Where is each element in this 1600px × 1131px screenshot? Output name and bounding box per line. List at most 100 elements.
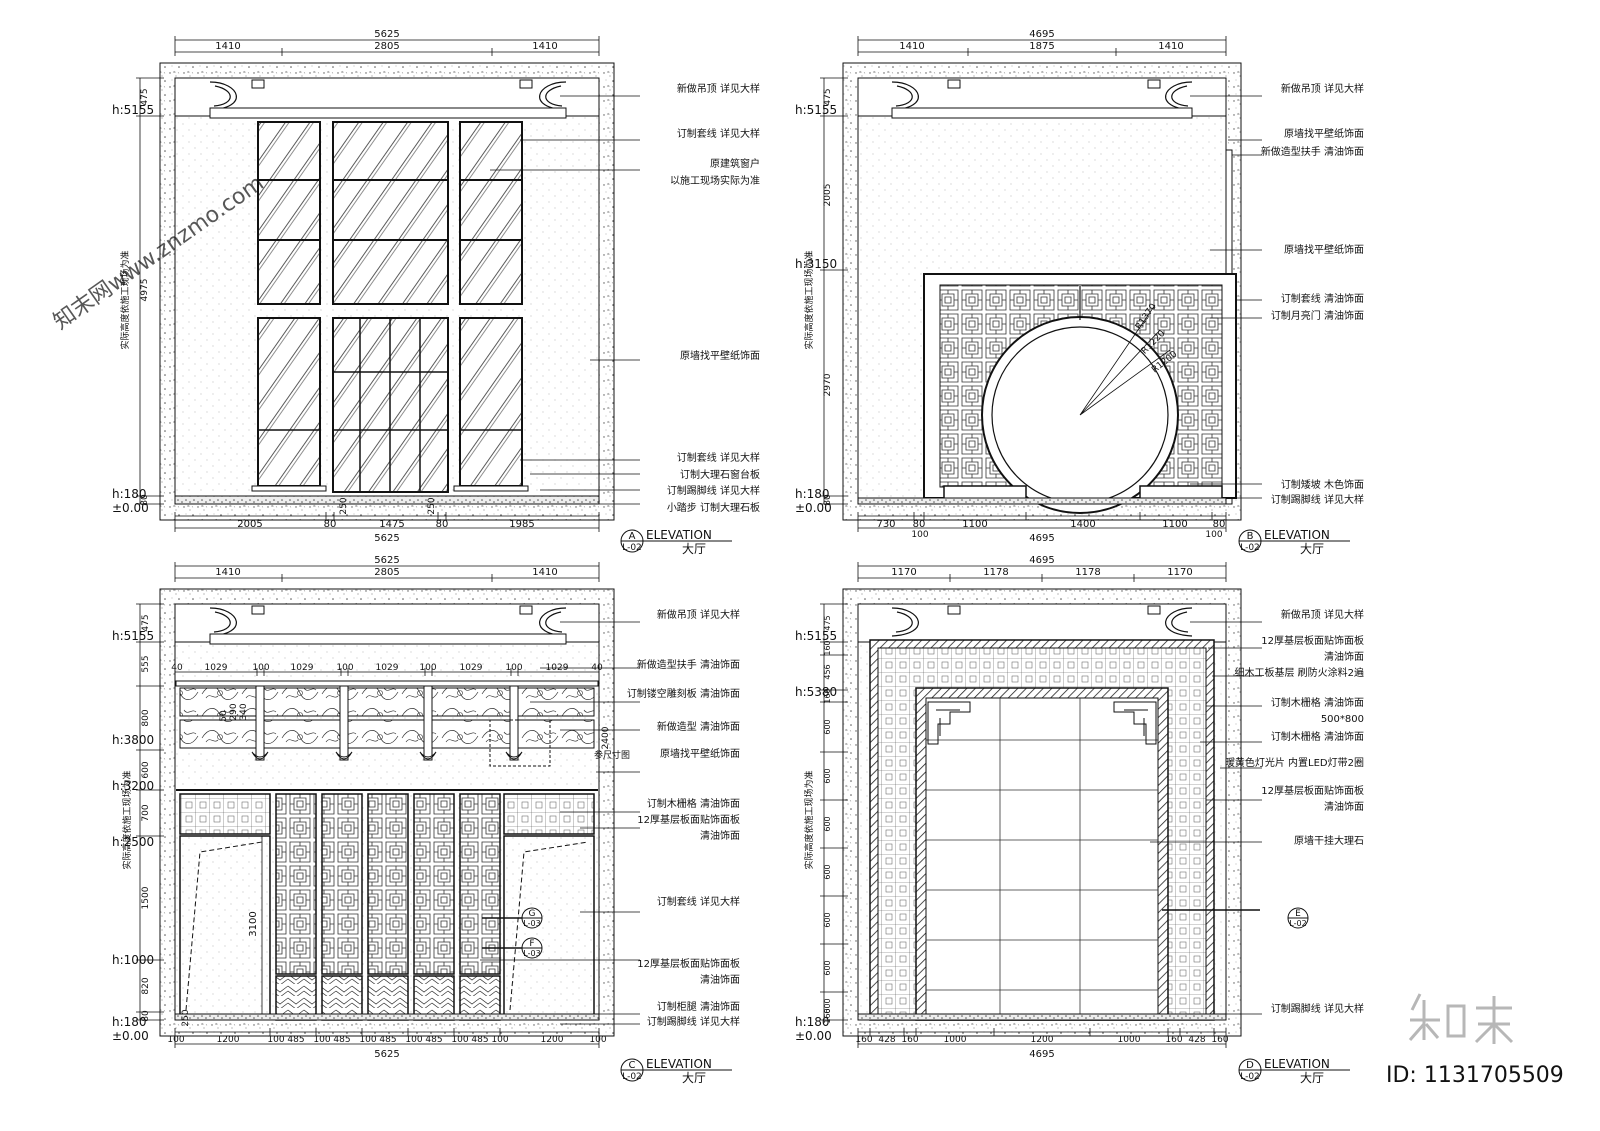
dimension-label: 80	[436, 519, 449, 530]
frieze-posts	[255, 685, 519, 761]
corner-fretwork-left	[927, 701, 971, 745]
elevation-b	[820, 36, 1262, 532]
dimension-label: 600	[823, 912, 832, 927]
annotation-label: 清油饰面	[700, 829, 740, 842]
corner-fretwork-right	[1113, 701, 1157, 745]
annotation-label: 订制大理石窗台板	[680, 468, 760, 481]
annotation-label: 原墙找平壁纸饰面	[1284, 127, 1364, 140]
dimension-label: 80	[140, 494, 150, 506]
dimension-label: 1410	[532, 41, 557, 52]
dimension-label: 1000	[944, 1035, 967, 1045]
level-mark: ±0.00	[795, 1029, 832, 1043]
ceiling-block	[947, 79, 961, 89]
dimension-label: 1475	[379, 519, 404, 530]
dimension-label: 250	[339, 497, 349, 514]
annotation-label: 原墙找平壁纸饰面	[1284, 243, 1364, 256]
annotation-label: 订制踢脚线 详见大样	[667, 484, 760, 497]
elevation-tag	[620, 529, 732, 553]
dimension-label: 1200	[217, 1035, 240, 1045]
dimension-label: 1000	[1118, 1035, 1141, 1045]
dimension-label: 290	[229, 703, 239, 720]
annotation-label: 订制镂空雕刻板 清油饰面	[627, 687, 740, 700]
annotation-label: 原墙找平壁纸饰面	[660, 747, 740, 760]
dimension-label: 100	[1205, 530, 1222, 540]
dimension-label: 1875	[1029, 41, 1054, 52]
annotation-label: 订制套线 清油饰面	[1281, 292, 1364, 305]
dimension-label: 730	[876, 519, 895, 530]
dimension-label: 4695	[1029, 1049, 1054, 1060]
ceiling-block	[251, 605, 265, 615]
annotation-label: 订制木栅格 清油饰面	[1271, 730, 1364, 743]
dimension-label: 1410	[899, 41, 924, 52]
level-mark: h:180	[795, 487, 830, 501]
dimension-lines	[136, 36, 600, 532]
window-sill	[251, 485, 327, 492]
level-mark: ±0.00	[112, 501, 149, 515]
dimension-label: 100	[167, 1035, 184, 1045]
dimension-label: 340	[239, 703, 249, 720]
dimension-label: 160	[1165, 1035, 1182, 1045]
side-note: 实际高度依施工现场为准	[119, 250, 131, 349]
level-mark: ±0.00	[112, 1029, 149, 1043]
annotation-label: 原墙找平壁纸饰面	[680, 349, 760, 362]
level-mark: h:5380	[795, 685, 837, 699]
marble-joints	[926, 698, 1158, 1020]
dimension-label: 100	[252, 663, 269, 673]
dimension-label: 100	[911, 530, 928, 540]
tag-word: ELEVATION	[1264, 528, 1330, 542]
dimension-label: 600	[823, 864, 832, 879]
annotation-label: 新做吊顶 详见大样	[657, 608, 740, 621]
side-note: 实际高度依施工现场为准	[803, 770, 815, 869]
tag-sheet: L-02	[1240, 543, 1260, 553]
ceiling-block	[1147, 605, 1161, 615]
annotation-label: 新做吊顶 详见大样	[1281, 82, 1364, 95]
callout-sheet: L-02	[1289, 919, 1306, 928]
dimension-label: 2805	[374, 41, 399, 52]
dimension-label: 100	[267, 1035, 284, 1045]
section-callout-f: F L-03	[482, 937, 543, 959]
window-upper-right	[459, 121, 523, 305]
dimension-label: 80	[823, 494, 833, 506]
lattice-header-right	[503, 793, 595, 835]
dimension-label: 600	[823, 816, 832, 831]
ceiling-scroll-right	[1165, 607, 1193, 637]
tag-sheet: L-02	[1240, 1072, 1260, 1082]
dimension-label: 1170	[1167, 567, 1192, 578]
skirting	[857, 497, 1227, 505]
annotation-label: 原建筑窗户	[710, 157, 760, 170]
level-mark: h:5155	[795, 103, 837, 117]
annotation-label: 订制矮坡 木色饰面	[1281, 478, 1364, 491]
tag-word: ELEVATION	[646, 528, 712, 542]
level-mark: h:3200	[112, 779, 154, 793]
dimension-label: 100	[505, 663, 522, 673]
dimension-lines	[136, 562, 600, 1048]
dimension-label: 1029	[376, 663, 399, 673]
ceiling-scroll-left	[891, 607, 919, 637]
dimension-label: 485	[471, 1035, 488, 1045]
dimension-label: 5625	[374, 1049, 399, 1060]
section-callout-e: E L-02	[1162, 907, 1309, 929]
ceiling-soffit	[209, 633, 567, 645]
dimension-label: 475	[140, 88, 150, 105]
level-mark: h:3800	[112, 733, 154, 747]
dimension-label: 1500	[141, 886, 151, 909]
dimension-label: 1029	[205, 663, 228, 673]
dimension-label: 475	[141, 614, 151, 631]
elevation-tag	[1238, 1058, 1350, 1082]
level-mark: h:5155	[112, 103, 154, 117]
annotation-label: 订制套线 详见大样	[677, 451, 760, 464]
annotation-leaders	[1190, 95, 1262, 499]
tag-sheet: L-02	[622, 1072, 642, 1082]
dimension-label: 100	[405, 1035, 422, 1045]
annotation-label: 订制木栅格 清油饰面	[1271, 696, 1364, 709]
level-mark: h:2500	[112, 835, 154, 849]
dimension-label: 800	[141, 709, 151, 726]
level-mark: ±0.00	[795, 501, 832, 515]
dimension-label: 1200	[1031, 1035, 1054, 1045]
level-mark: h:5155	[112, 629, 154, 643]
dimension-label: 80	[141, 1010, 151, 1022]
dimension-label: 250	[181, 1009, 191, 1026]
annotation-label: 订制柜腿 清油饰面	[657, 1000, 740, 1013]
dimension-label: 160	[823, 688, 832, 703]
tag-letter: A	[629, 531, 636, 542]
